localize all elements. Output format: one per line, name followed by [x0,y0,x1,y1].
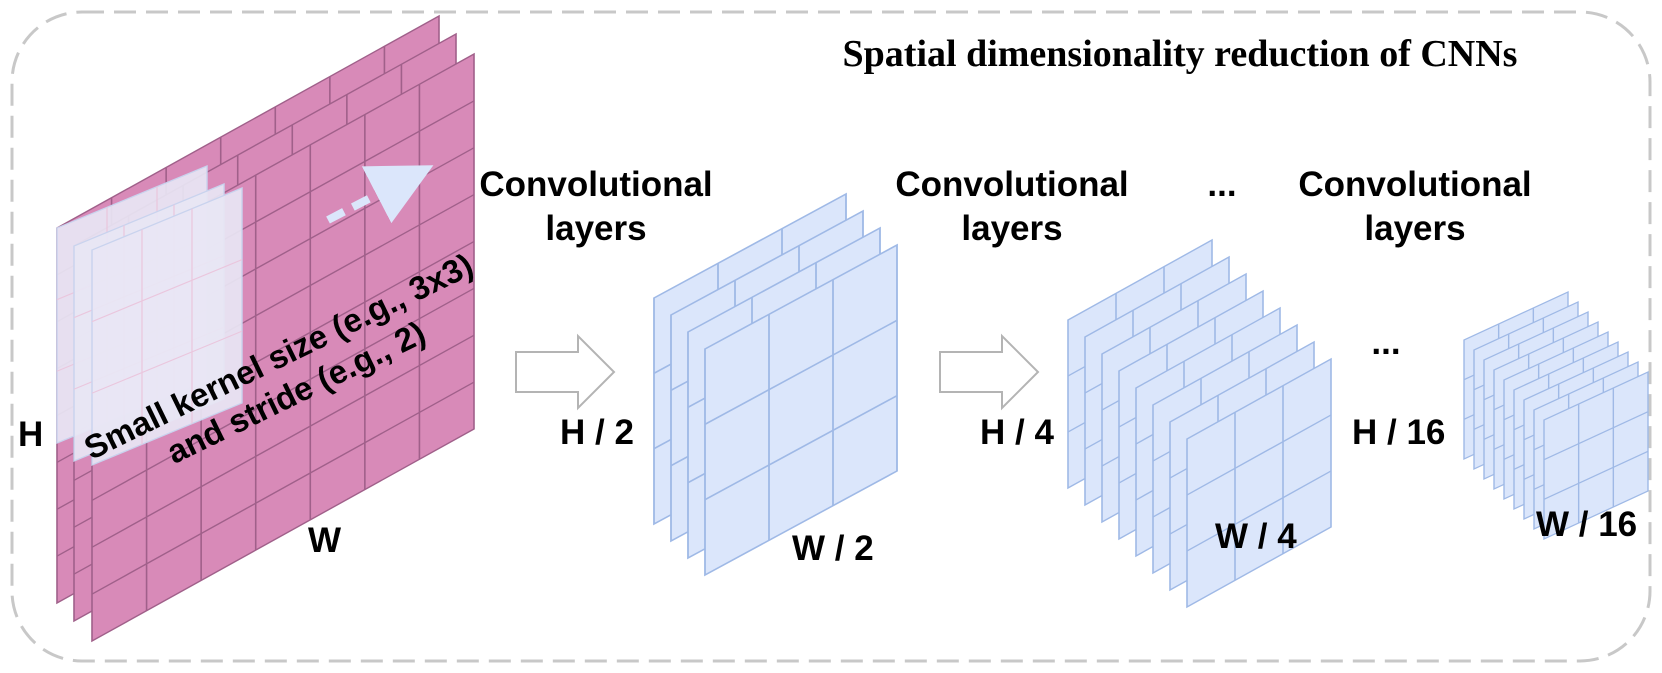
stage2-feature-maps [1067,238,1332,609]
stage3-layer-label-line2: layers [1364,209,1465,248]
stage1-height-label: H / 2 [560,413,634,452]
stage1-layer-label-line1: Convolutional [479,165,712,204]
stage3-sheet-9 [1543,370,1649,541]
stage-arrow-1 [515,333,616,411]
diagram-frame [10,10,1652,663]
input-width-label: W [308,521,341,560]
kernel-sheet-3 [91,187,243,466]
kernel-grid-row [92,330,242,394]
stage2-sheet-8 [1186,357,1332,609]
stage3-width-label: W / 16 [1536,505,1637,544]
stage1-sheet-4 [704,243,898,577]
input-sheet-3-grid-row [92,287,474,502]
input-feature-maps [56,14,475,643]
input-height-label: H [18,415,43,454]
stride-arrow [326,165,434,224]
stage2-layer-label-line2: layers [961,209,1062,248]
stage2-sheet-8-grid-row [1187,414,1331,496]
stage1-sheet-4-grid-row [705,319,897,426]
stage3-sheet-9-grid-row [1544,410,1648,461]
ellipsis-mid: ... [1371,323,1400,362]
stage2-sheet-8-face [1186,357,1332,609]
stage1-sheet-4-face [704,243,898,577]
stage2-height-label: H / 4 [980,413,1054,452]
stage3-sheet-9-grid-row [1544,450,1648,501]
stage-arrow-2 [939,333,1040,411]
kernel-window [56,165,243,466]
stage3-layer-label-line1: Convolutional [1298,165,1531,204]
diagram-title: Spatial dimensionality reduction of CNNs [843,33,1518,75]
stage1-layer-label-line2: layers [545,209,646,248]
ellipsis-top: ... [1207,165,1236,204]
stage1-feature-maps [653,192,898,577]
kernel-grid-row [92,258,242,323]
stage3-sheet-9-face [1543,370,1649,541]
stage1-sheet-4-grid-row [705,394,897,501]
kernel-sheet-face [91,187,243,466]
stage2-layer-label-line1: Convolutional [895,165,1128,204]
stage1-width-label: W / 2 [792,529,874,568]
stage3-feature-maps [1463,290,1649,541]
stage2-sheet-8-grid-row [1187,470,1331,552]
input-sheet-3-grid-row [92,334,474,549]
input-sheet-3-grid-row [92,381,474,595]
stage2-width-label: W / 4 [1215,517,1297,556]
stage3-height-label: H / 16 [1352,413,1445,452]
